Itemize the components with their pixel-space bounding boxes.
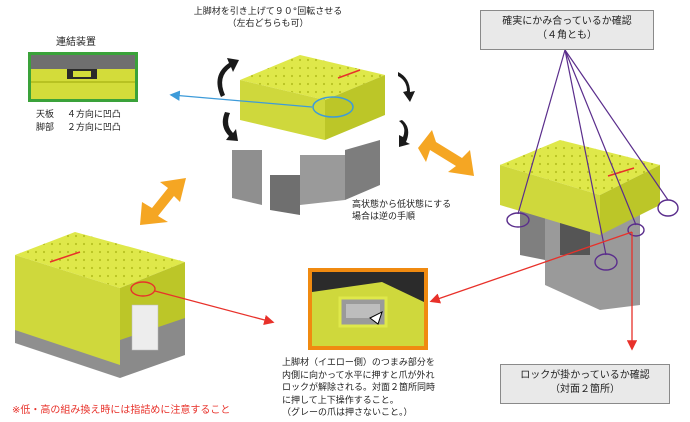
connector-row-top-value: ４方向に凹凸 xyxy=(66,110,121,120)
check-engaged-box: 確実にかみ合っているか確認 （４角とも） xyxy=(480,10,654,50)
mode-change-note: 高状態から低状態にする 場合は逆の手順 xyxy=(352,199,451,223)
release-photo-graphic xyxy=(312,272,424,346)
engagement-pointer-lines xyxy=(517,49,669,256)
connector-row-top: 天板 ４方向に凹凸 xyxy=(36,109,121,121)
check-engaged-line1: 確実にかみ合っているか確認 xyxy=(502,16,632,27)
connector-row-legs-value: ２方向に凹凸 xyxy=(66,123,121,133)
orange-transition-arrows xyxy=(140,130,474,225)
top-caption-line1: 上脚材を引き上げて９０°回転させる xyxy=(193,7,343,17)
connector-row-top-label: 天板 xyxy=(36,110,55,120)
connector-photo-graphic xyxy=(31,55,135,99)
lock-check-box: ロックが掛かっているか確認 （対面２箇所） xyxy=(500,364,670,404)
release-instructions: 上脚材（イエロー側）のつまみ部分を 内側に向かって水平に押すと爪が外れ ロックが… xyxy=(282,357,435,420)
connector-row-legs: 脚部 ２方向に凹凸 xyxy=(36,122,121,134)
release-line-2: 内側に向かって水平に押すと爪が外れ xyxy=(282,370,435,381)
connector-row-legs-label: 脚部 xyxy=(36,123,55,133)
finger-pinch-warning: ※低・高の組み換え時には指詰めに注意すること xyxy=(12,405,231,416)
top-caption-line2: （左右どちらも可） xyxy=(227,19,309,29)
mode-change-line2: 場合は逆の手順 xyxy=(352,212,416,222)
highlight-ellipse-low xyxy=(130,281,156,297)
high-to-detail-arrow xyxy=(429,231,633,304)
lock-check-line1: ロックが掛かっているか確認 xyxy=(520,370,650,381)
connector-inset-photo xyxy=(28,52,138,102)
mode-change-line1: 高状態から低状態にする xyxy=(352,200,452,210)
release-line-5: （グレーの爪は押さないこと。） xyxy=(282,408,413,418)
release-line-3: ロックが解除される。対面２箇所同時 xyxy=(282,383,436,393)
blue-pointer-line xyxy=(169,90,313,108)
low-to-detail-arrow xyxy=(154,290,275,326)
rotate-arrows xyxy=(217,58,415,147)
release-line-4: に押して上下操作すること。 xyxy=(282,395,399,406)
top-caption: 上脚材を引き上げて９０°回転させる （左右どちらも可） xyxy=(170,6,366,30)
lock-check-line2: （対面２箇所） xyxy=(550,384,620,395)
connector-inset-title: 連結装置 xyxy=(56,37,96,48)
release-line-1: 上脚材（イエロー側）のつまみ部分を xyxy=(282,358,435,368)
highlight-ellipse-top xyxy=(312,96,354,118)
check-engaged-line2: （４角とも） xyxy=(537,30,597,41)
release-detail-photo xyxy=(308,268,428,350)
stool-rotating-illustration xyxy=(232,55,385,215)
stool-low-illustration xyxy=(15,232,185,378)
